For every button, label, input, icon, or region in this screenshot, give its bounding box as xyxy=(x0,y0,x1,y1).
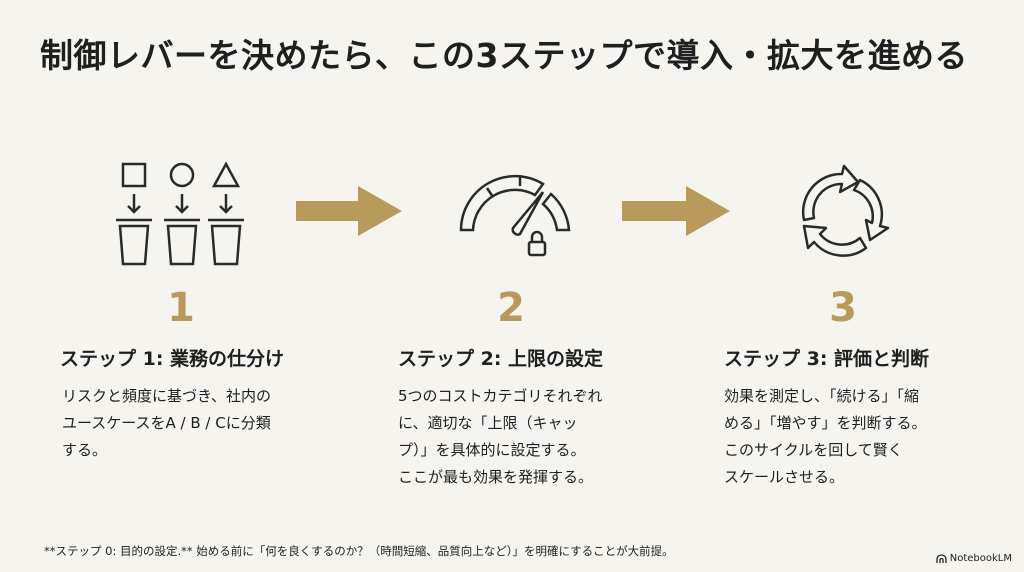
desc-line: プ）」を具体的に設定する。 xyxy=(398,441,586,459)
step-description: リスクと頻度に基づき、社内のユースケースをA / B / Cに分類する。 xyxy=(62,383,322,464)
step-heading: ステップ 2: 上限の設定 xyxy=(398,348,604,370)
step-number: 3 xyxy=(829,285,857,331)
desc-line: める」「増やす」を判断する。 xyxy=(724,414,927,432)
desc-line: する。 xyxy=(62,441,108,459)
arrow-right-icon xyxy=(622,186,730,236)
desc-line: に、適切な「上限（キャッ xyxy=(398,414,578,432)
desc-line: 5つのコストカテゴリそれぞれ xyxy=(398,387,603,405)
sorting-bins-icon xyxy=(116,161,244,266)
desc-line: 効果を測定し、「続ける」「縮 xyxy=(724,387,920,405)
desc-line: ユースケースをA / B / Cに分類 xyxy=(62,414,271,432)
step-description: 効果を測定し、「続ける」「縮める」「増やす」を判断する。このサイクルを回して賢く… xyxy=(724,383,984,491)
brand-name: NotebookLM xyxy=(949,553,1012,564)
footer-note: **ステップ 0: 目的の設定.** 始める前に「何を良くするのか？（時間短縮、… xyxy=(44,544,674,558)
step-number: 2 xyxy=(497,285,525,331)
desc-line: リスクと頻度に基づき、社内の xyxy=(62,387,271,405)
desc-line: このサイクルを回して賢く xyxy=(724,441,903,459)
desc-line: スケールさせる。 xyxy=(724,468,845,486)
brand-logo: NotebookLM xyxy=(936,553,1012,564)
gauge-lock-icon xyxy=(459,174,571,257)
cycle-arrows-icon xyxy=(801,164,890,257)
slide-title: 制御レバーを決めたら、この3ステップで導入・拡大を進める xyxy=(40,36,968,75)
desc-line: ここが最も効果を発揮する。 xyxy=(398,468,594,486)
arrow-right-icon xyxy=(296,186,402,236)
step-description: 5つのコストカテゴリそれぞれに、適切な「上限（キャップ）」を具体的に設定する。こ… xyxy=(398,383,658,491)
step-heading: ステップ 3: 評価と判断 xyxy=(724,348,930,370)
step-heading: ステップ 1: 業務の仕分け xyxy=(60,348,285,370)
notebooklm-icon xyxy=(936,554,947,563)
step-number: 1 xyxy=(167,285,195,331)
